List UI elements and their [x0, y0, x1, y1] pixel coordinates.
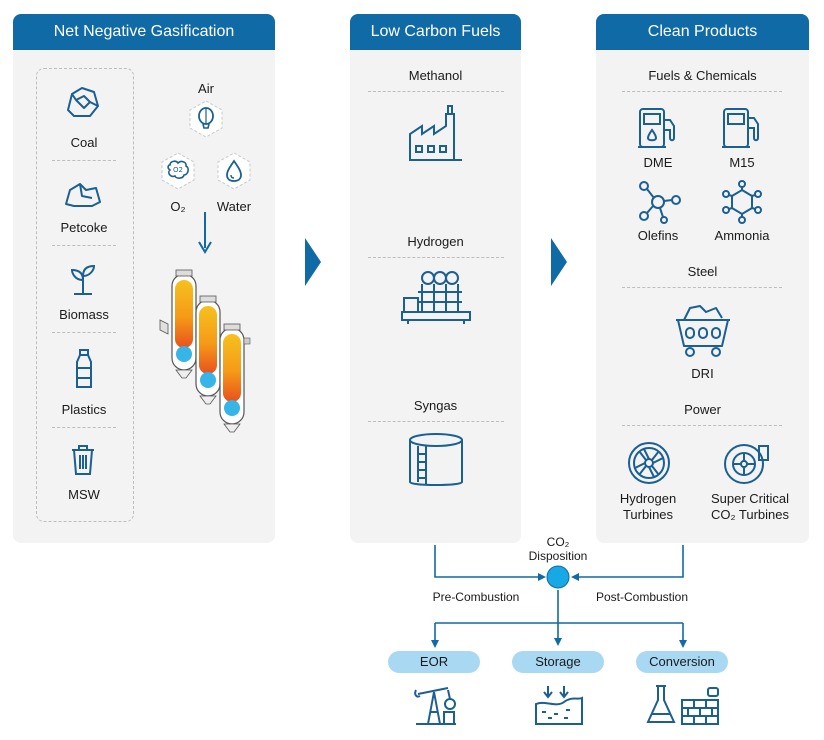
gasification-header: Net Negative Gasification: [13, 14, 275, 50]
divider: [52, 160, 116, 161]
divider: [368, 421, 504, 422]
fuels-panel: [350, 14, 521, 543]
water-drop-icon: [217, 152, 251, 190]
oxygen-label: O₂: [170, 199, 186, 214]
divider: [622, 425, 782, 426]
co2-disposition-label: CO₂ Disposition: [528, 535, 588, 563]
feedstock-biomass-label: Biomass: [59, 307, 109, 322]
fuel-pump-icon: [722, 108, 759, 148]
air-balloon-icon: [189, 100, 223, 138]
power-heading: Power: [684, 402, 721, 417]
divider: [52, 427, 116, 428]
hydrogen-plant-icon: [401, 271, 471, 324]
product-olefins-label: Olefins: [637, 228, 679, 243]
products-header: Clean Products: [596, 14, 809, 50]
divider: [52, 245, 116, 246]
conversion-pill: Conversion: [636, 651, 728, 673]
ammonia-molecule-icon: [722, 180, 762, 224]
divider: [368, 91, 504, 92]
factory-icon: [409, 105, 462, 161]
feedstock-box: [36, 68, 134, 522]
fuels-chemicals-heading: Fuels & Chemicals: [648, 68, 757, 83]
steel-heading: Steel: [687, 264, 718, 279]
oil-pump-icon: [414, 687, 456, 725]
trash-bin-icon: [72, 445, 94, 475]
divider: [52, 332, 116, 333]
down-arrow-icon: [198, 212, 212, 254]
divider: [622, 287, 782, 288]
product-m15-label: M15: [729, 155, 755, 170]
post-combustion-label: Post-Combustion: [595, 590, 689, 604]
divider: [368, 257, 504, 258]
feedstock-msw-label: MSW: [68, 487, 100, 502]
gasifier-reactors-icon: [159, 269, 251, 433]
gasification-panel: [13, 14, 275, 543]
turbine-icon: [628, 442, 670, 484]
product-sco2-turbines-label: Super Critical CO₂ Turbines: [710, 491, 790, 522]
svg-text:O2: O2: [173, 166, 183, 174]
sco2-turbine-icon: [724, 444, 769, 484]
fuel-methanol-label: Methanol: [408, 68, 463, 83]
fuel-pump-icon: [638, 108, 675, 148]
feedstock-petcoke-label: Petcoke: [60, 220, 108, 235]
flask-bricks-icon: [646, 685, 719, 725]
product-ammonia-label: Ammonia: [714, 228, 770, 243]
molecule-icon: [639, 181, 681, 224]
ore-cart-icon: [676, 305, 730, 357]
fuel-hydrogen-label: Hydrogen: [407, 234, 464, 249]
divider: [622, 91, 782, 92]
biomass-icon: [70, 264, 96, 295]
pre-combustion-label: Pre-Combustion: [432, 590, 520, 604]
underground-storage-icon: [535, 686, 583, 725]
flow-chevron-icon: [551, 238, 567, 286]
product-hydrogen-turbines-label: Hydrogen Turbines: [619, 491, 677, 522]
feedstock-plastics-label: Plastics: [61, 402, 107, 417]
fuels-header: Low Carbon Fuels: [350, 14, 521, 50]
storage-tank-icon: [409, 433, 463, 486]
eor-pill: EOR: [388, 651, 480, 673]
storage-pill: Storage: [512, 651, 604, 673]
feedstock-coal-label: Coal: [70, 135, 98, 150]
oxygen-molecule-icon: O2: [161, 152, 195, 190]
fuel-syngas-label: Syngas: [413, 398, 458, 413]
plastic-bottle-icon: [76, 349, 92, 388]
petcoke-icon: [65, 183, 101, 207]
product-dri-label: DRI: [691, 366, 714, 381]
air-label: Air: [198, 81, 214, 96]
water-label: Water: [216, 199, 252, 214]
flow-chevron-icon: [305, 238, 321, 286]
product-dme-label: DME: [643, 155, 673, 170]
coal-icon: [67, 87, 99, 117]
